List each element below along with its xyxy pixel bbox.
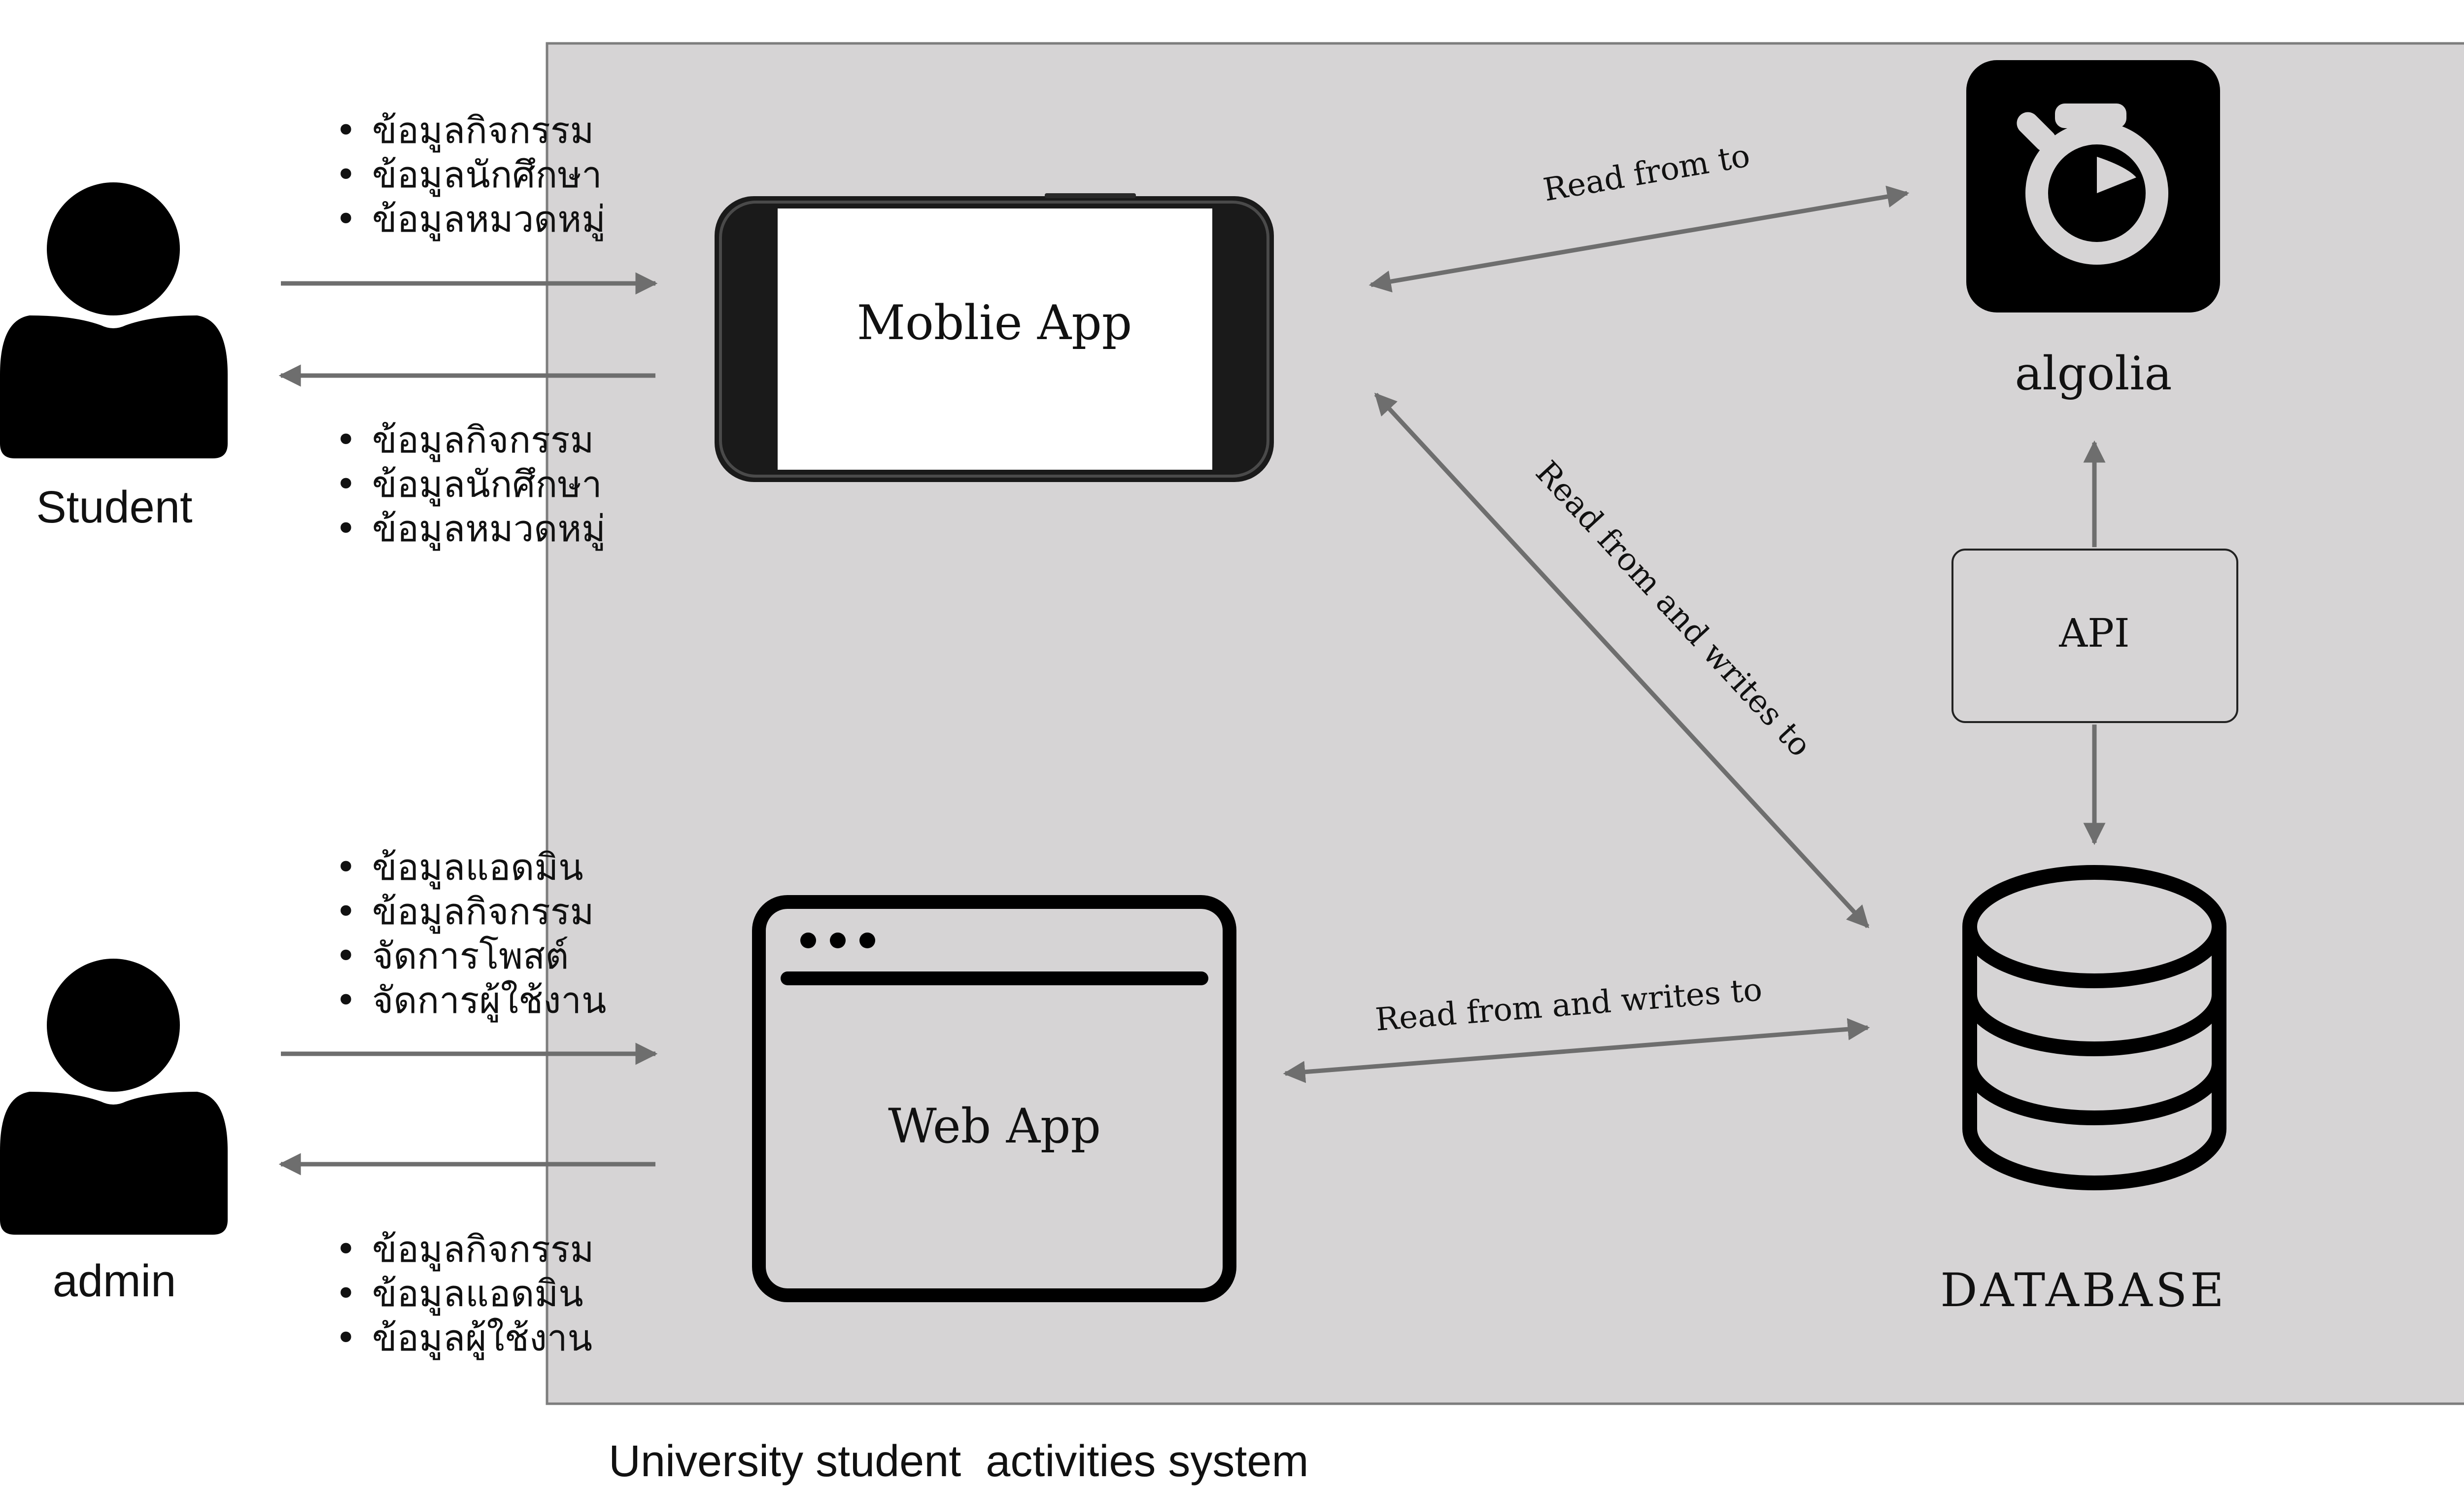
stopwatch-ring-icon [2025,122,2168,265]
list-item: • [335,1273,357,1315]
list-item: ข้อมูลนักศึกษา [372,463,602,507]
system-caption: University student activities system [609,1437,1308,1486]
list-item: • [335,419,357,461]
list-item: • [335,891,357,933]
arrow-web-database [1283,1018,1870,1083]
list-item: ข้อมูลกิจกรรม [372,419,594,462]
database-top-disk [1962,865,2226,988]
list-item: ข้อมูลกิจกรรม [372,109,594,153]
stopwatch-button-icon [2017,112,2056,152]
list-item: ข้อมูลหมวดหมู่ [372,198,606,242]
browser-window [752,895,1236,1302]
list-item: • [335,1228,357,1271]
phone-bezel-highlight [719,201,1269,478]
list-item: • [335,846,357,889]
database-icon [1962,927,2226,1190]
list-item: ข้อมูลแอดมิน [372,1273,583,1316]
algolia-node: algolia [1966,60,2220,401]
phone-screen [778,208,1212,470]
mobile-app-node: Moblie App [715,193,1274,482]
api-label: API [2058,610,2129,656]
student-icon [0,182,228,458]
list-item: • [335,935,357,977]
web-app-node: Web App [752,895,1236,1302]
list-item: ข้อมูลกิจกรรม [372,1228,594,1272]
admin-output-list: • ข้อมูลกิจกรรม • ข้อมูลแอดมิน • ข้อมูลผ… [335,1228,594,1360]
list-item: ข้อมูลนักศึกษา [372,154,602,197]
arrow-mobile-algolia [1369,185,1910,293]
database-disk-divider [1962,1063,2226,1125]
mobile-app-label: Moblie App [857,295,1132,350]
admin-icon [0,959,228,1235]
web-app-label: Web App [888,1099,1101,1154]
list-item: ข้อมูลกิจกรรม [372,891,594,934]
api-box [1951,549,2238,723]
admin-input-list: • ข้อมูลแอดมิน • ข้อมูลกิจกรรม • จัดการโ… [335,846,607,1023]
list-item: • [335,1317,357,1359]
algolia-label: algolia [2015,347,2172,401]
list-item: ข้อมูลแอดมิน [372,846,583,890]
phone-side-button [1045,193,1136,198]
list-item: ข้อมูลผู้ใช้งาน [372,1317,592,1360]
algolia-logo-icon [1966,60,2220,312]
list-item: • [335,979,357,1022]
stopwatch-hand-icon [2097,157,2136,193]
list-item: • [335,154,357,196]
browser-dot-icon [830,933,846,948]
admin-label: admin [53,1256,176,1306]
arrow-mobile-database [1374,392,1870,929]
list-item: • [335,508,357,550]
stopwatch-crown-icon [2055,104,2126,128]
database-node: DATABASE [1940,865,2227,1317]
list-item: • [335,109,357,152]
student-input-list: • ข้อมูลกิจกรรม • ข้อมูลนักศึกษา • ข้อมู… [335,109,606,242]
list-item: ข้อมูลหมวดหมู่ [372,508,606,551]
student-output-list: • ข้อมูลกิจกรรม • ข้อมูลนักศึกษา • ข้อมู… [335,419,606,551]
list-item: • [335,463,357,506]
database-label: DATABASE [1940,1264,2227,1317]
list-item: จัดการผู้ใช้งาน [372,979,607,1023]
api-node: API [1951,549,2238,723]
student-label: Student [36,482,192,532]
browser-dot-icon [859,933,875,948]
list-item: จัดการโพสต์ [372,935,569,977]
browser-dot-icon [800,933,816,948]
database-disk-divider [1962,994,2226,1056]
list-item: • [335,198,357,241]
